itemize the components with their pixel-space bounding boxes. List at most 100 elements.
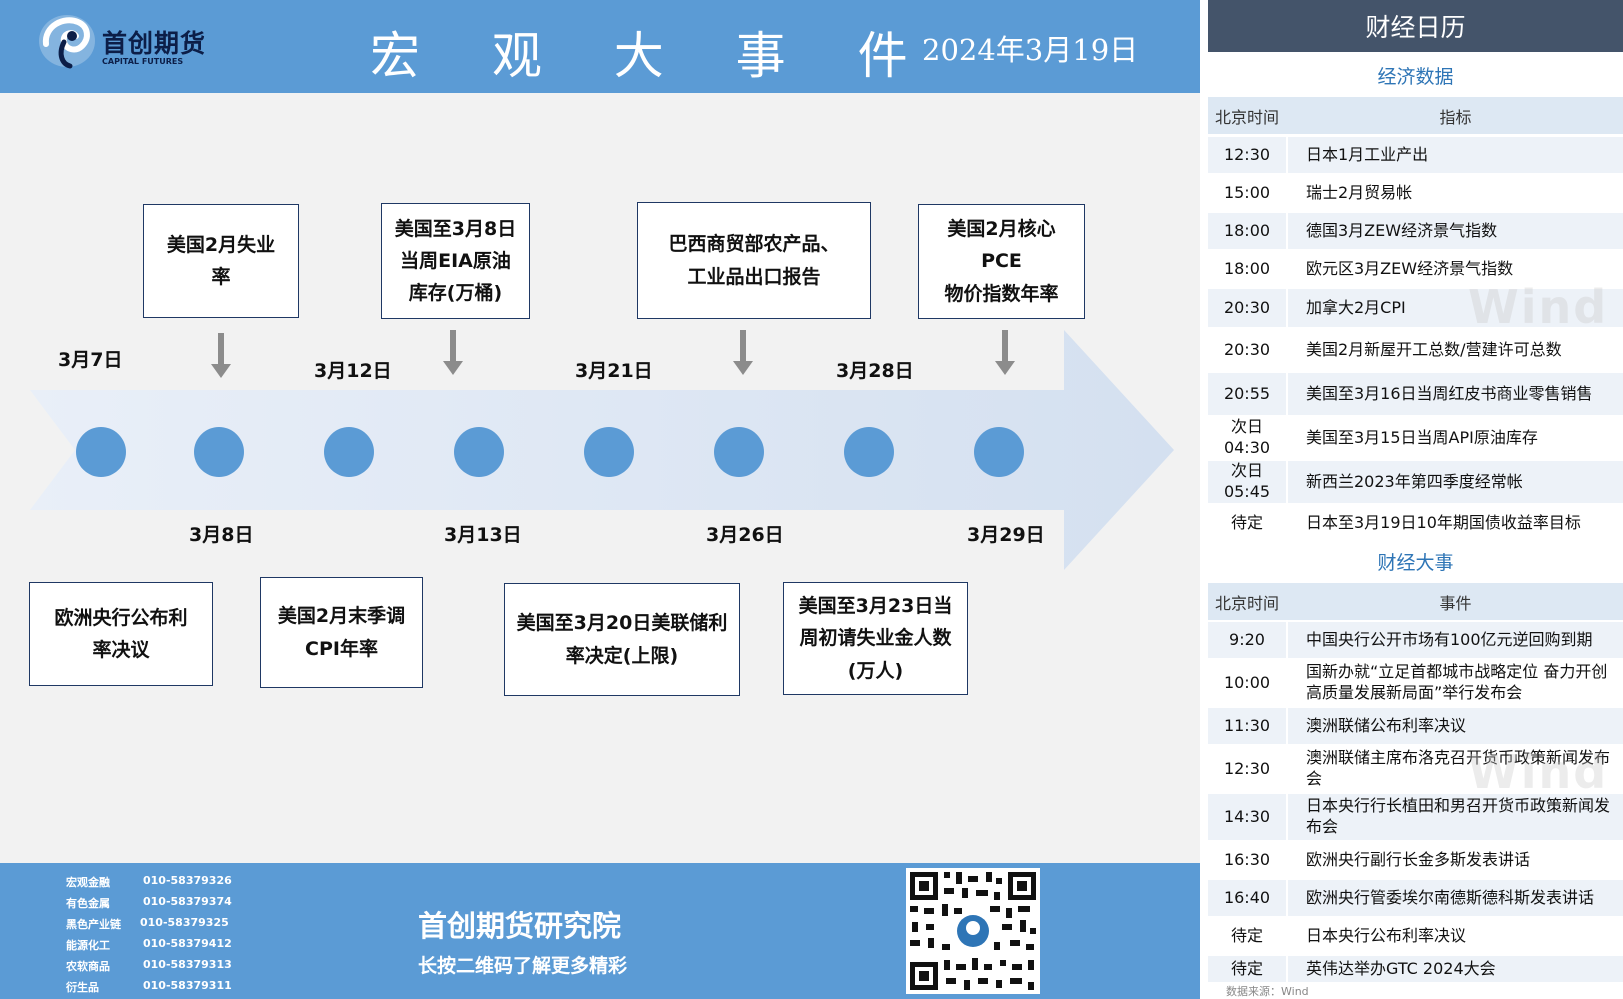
table-row: 14:30 日本央行行长植田和男召开货币政策新闻发布会 xyxy=(1208,794,1623,840)
timeline-area: 3月7日 3月12日 3月21日 3月28日 3月8日 3月13日 3月26日 … xyxy=(0,93,1200,863)
date-label: 3月12日 xyxy=(314,360,392,382)
logo-name-cn: 首创期货 xyxy=(102,29,207,58)
row-item: 加拿大2月CPI xyxy=(1306,297,1406,317)
row-time: 12:30 xyxy=(1223,758,1271,778)
item-column-header: 指标 xyxy=(1439,107,1472,127)
macro-events-panel: 首创期货 CAPITAL FUTURES 宏 观 大 事 件 2024年3月19… xyxy=(0,0,1200,999)
row-item: 德国3月ZEW经济景气指数 xyxy=(1306,220,1498,240)
row-item: 国新办就“立足首都城市战略定位 奋力开创高质量发展新局面”举行发布会 xyxy=(1306,662,1608,702)
footer-bar: 宏观金融 010-58379326 有色金属 010-58379374 黑色产业… xyxy=(0,863,1200,999)
event-box: 欧洲央行公布利率决议 xyxy=(29,582,213,686)
event-box: 巴西商贸部农产品、工业品出口报告 xyxy=(637,202,871,319)
contact-phone: 010-58379374 xyxy=(143,895,232,908)
event-text-line: CPI年率 xyxy=(305,637,378,660)
event-text-line: 率 xyxy=(211,266,231,288)
timeline-dot xyxy=(714,427,764,477)
table-row: 待定日本至3月19日10年期国债收益率目标 xyxy=(1208,505,1623,541)
contact-phone: 010-58379412 xyxy=(143,937,232,950)
row-item: 日本央行行长植田和男召开货币政策新闻发布会 xyxy=(1306,796,1611,836)
time-column-header: 北京时间 xyxy=(1214,107,1279,127)
down-arrow-icon xyxy=(443,330,463,375)
row-item: 美国至3月16日当周红皮书商业零售销售 xyxy=(1306,383,1593,403)
event-text-line: 美国至3月8日 xyxy=(394,217,517,240)
contact-dept: 宏观金融 xyxy=(66,876,110,889)
down-arrow-icon xyxy=(733,330,753,375)
event-text-line: (万人) xyxy=(847,659,904,682)
timeline-dot xyxy=(324,427,374,477)
date-label: 3月13日 xyxy=(444,524,522,546)
down-arrow-icon xyxy=(995,330,1015,375)
econ-table-header: 北京时间 指标 xyxy=(1208,97,1623,134)
date-label: 3月29日 xyxy=(967,524,1045,546)
event-text-line: 率决定(上限) xyxy=(565,644,679,667)
row-time: 次日 05:45 xyxy=(1223,461,1271,501)
contact-dept: 农软商品 xyxy=(66,960,110,973)
contact-phone: 010-58379325 xyxy=(140,916,229,929)
event-text-line: 美国2月末季调 xyxy=(277,605,406,628)
event-text-line: 美国2月失业 xyxy=(166,233,276,256)
date-label: 3月21日 xyxy=(575,360,653,382)
row-item: 英伟达举办GTC 2024大会 xyxy=(1306,958,1496,978)
institute-name: 首创期货研究院 xyxy=(418,909,622,943)
timeline-dot xyxy=(584,427,634,477)
row-time: 12:30 xyxy=(1223,144,1271,164)
econ-data-title: 经济数据 xyxy=(1377,65,1454,88)
row-time: 20:55 xyxy=(1223,383,1271,403)
row-time: 16:40 xyxy=(1223,887,1271,907)
event-text-line: 物价指数年率 xyxy=(944,282,1059,305)
contact-dept: 衍生品 xyxy=(66,981,99,994)
qr-hint: 长按二维码了解更多精彩 xyxy=(418,955,628,977)
table-row: 18:00 德国3月ZEW经济景气指数 xyxy=(1208,213,1623,249)
row-time: 20:30 xyxy=(1223,339,1271,359)
header-bar: 首创期货 CAPITAL FUTURES 宏 观 大 事 件 2024年3月19… xyxy=(0,0,1200,93)
table-row: 16:40 欧洲央行管委埃尔南德斯德科斯发表讲话 xyxy=(1208,880,1623,916)
timeline-dots xyxy=(76,427,1024,477)
row-time: 待定 xyxy=(1230,925,1263,945)
timeline-dot xyxy=(194,427,244,477)
event-text-line: 美国2月核心PCE xyxy=(947,218,1056,273)
time-column-header: 北京时间 xyxy=(1214,593,1279,613)
row-time: 20:30 xyxy=(1223,297,1271,317)
row-time: 18:00 xyxy=(1223,220,1271,240)
row-item: 瑞士2月贸易帐 xyxy=(1306,182,1413,202)
event-box: 美国2月失业率 xyxy=(143,204,299,318)
row-time: 待定 xyxy=(1230,958,1263,978)
row-time: 14:30 xyxy=(1223,806,1271,826)
event-text-line: 周初请失业金人数 xyxy=(799,627,952,650)
table-row: 待定 英伟达举办GTC 2024大会 xyxy=(1208,956,1623,982)
row-time: 15:00 xyxy=(1223,182,1271,202)
report-date: 2024年3月19日 xyxy=(922,33,1139,67)
contact-dept: 黑色产业链 xyxy=(66,918,121,931)
row-item: 澳洲联储公布利率决议 xyxy=(1306,715,1467,735)
event-text-line: 率决议 xyxy=(92,639,150,661)
date-label: 3月7日 xyxy=(58,349,123,371)
event-text-line: 美国至3月20日美联储利 xyxy=(516,612,728,635)
data-source-note: 数据来源：Wind xyxy=(1226,985,1309,998)
row-item: 日本至3月19日10年期国债收益率目标 xyxy=(1306,512,1581,532)
capital-futures-logo-icon xyxy=(39,15,95,69)
row-item: 日本1月工业产出 xyxy=(1306,144,1429,164)
event-box: 美国至3月23日当周初请失业金人数(万人) xyxy=(783,582,968,695)
row-time: 18:00 xyxy=(1223,258,1271,278)
down-arrow-icons xyxy=(211,330,1015,378)
row-item: 欧洲央行管委埃尔南德斯德科斯发表讲话 xyxy=(1306,887,1595,907)
table-row: 12:30 日本1月工业产出 xyxy=(1208,137,1623,173)
event-text-line: 库存(万桶) xyxy=(408,282,503,305)
row-time: 10:00 xyxy=(1223,672,1271,692)
event-text-line: 工业品出口报告 xyxy=(687,265,821,288)
timeline-dot xyxy=(974,427,1024,477)
timeline-dot xyxy=(76,427,126,477)
event-box: 美国2月末季调 CPI年率 xyxy=(260,577,423,688)
calendar-title: 财经日历 xyxy=(1208,0,1623,52)
table-row: 20:30 加拿大2月CPI xyxy=(1208,289,1623,327)
qr-code-icon[interactable] xyxy=(906,868,1040,994)
table-row: 20:55 美国至3月16日当周红皮书商业零售销售 xyxy=(1208,373,1623,415)
table-row: 待定日本央行公布利率决议 xyxy=(1208,918,1623,954)
event-box: 美国至3月20日美联储利率决定(上限) xyxy=(504,583,740,696)
